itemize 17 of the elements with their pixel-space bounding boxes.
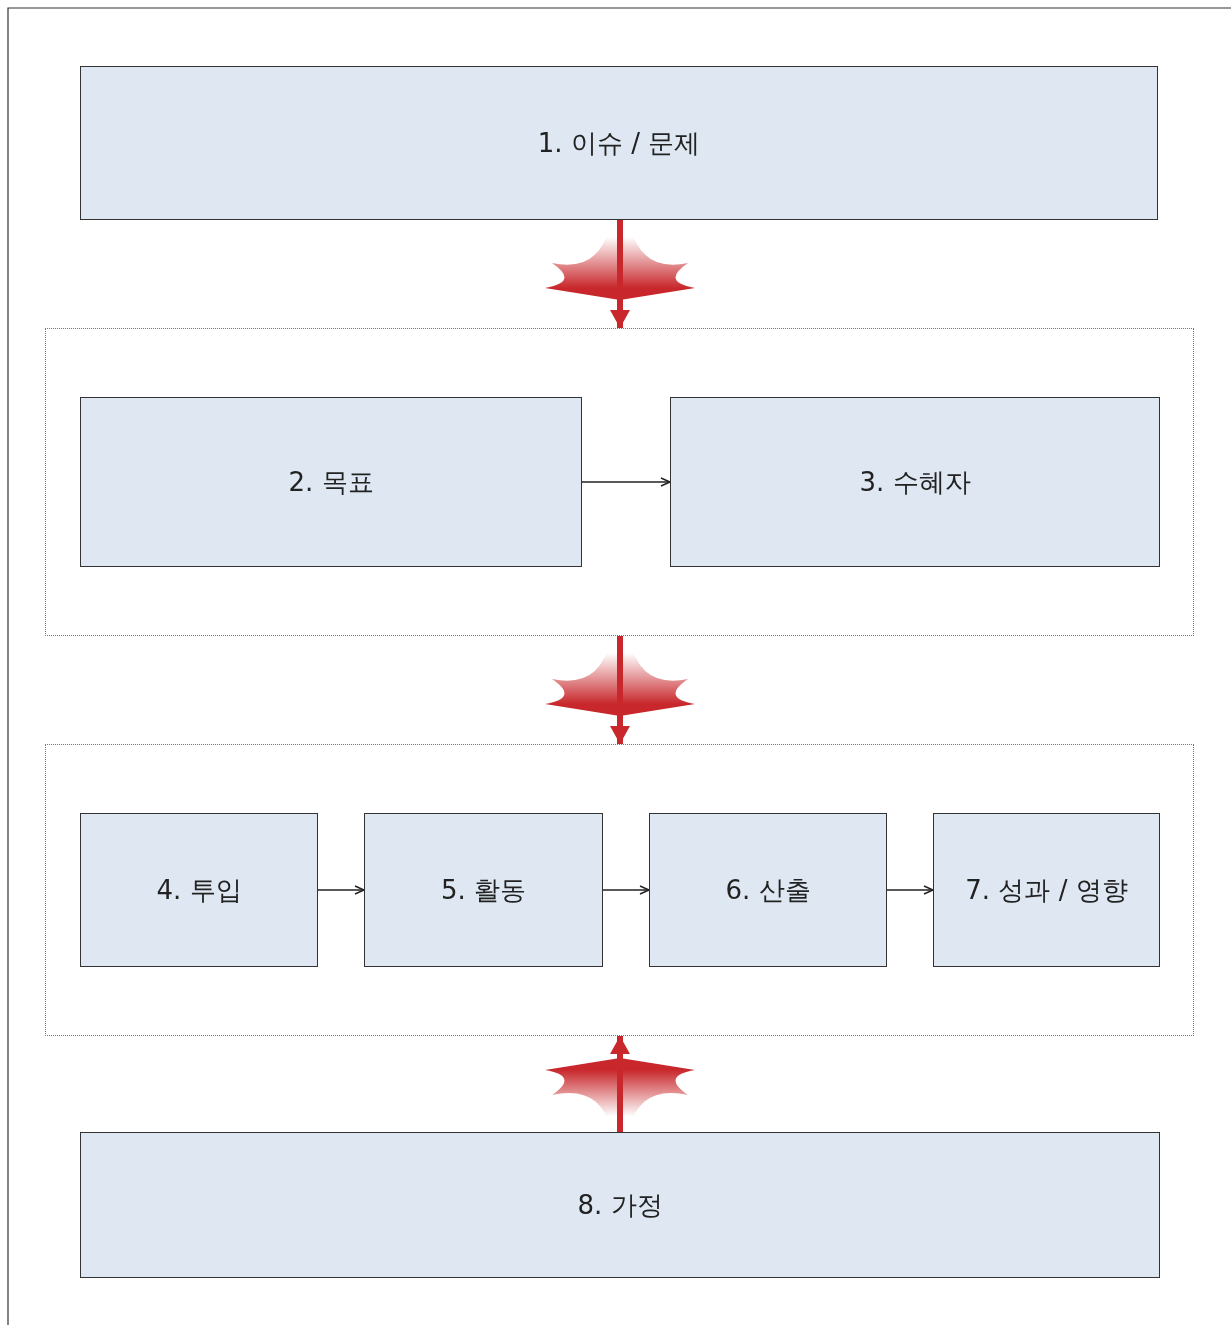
group-box xyxy=(45,328,1194,636)
arrow xyxy=(581,477,671,487)
process-box: 8. 가정 xyxy=(80,1132,1160,1278)
group-box xyxy=(45,744,1194,1036)
process-box: 7. 성과 / 영향 xyxy=(933,813,1160,967)
arrow xyxy=(317,885,365,895)
block-arrow xyxy=(545,636,695,744)
block-arrow xyxy=(545,1036,695,1132)
process-box: 2. 목표 xyxy=(80,397,582,567)
process-box: 6. 산출 xyxy=(649,813,887,967)
process-box: 4. 투입 xyxy=(80,813,318,967)
process-box: 5. 활동 xyxy=(364,813,603,967)
block-arrow xyxy=(545,220,695,328)
process-box: 1. 이슈 / 문제 xyxy=(80,66,1158,220)
arrow xyxy=(602,885,650,895)
arrow xyxy=(886,885,934,895)
process-box: 3. 수혜자 xyxy=(670,397,1160,567)
